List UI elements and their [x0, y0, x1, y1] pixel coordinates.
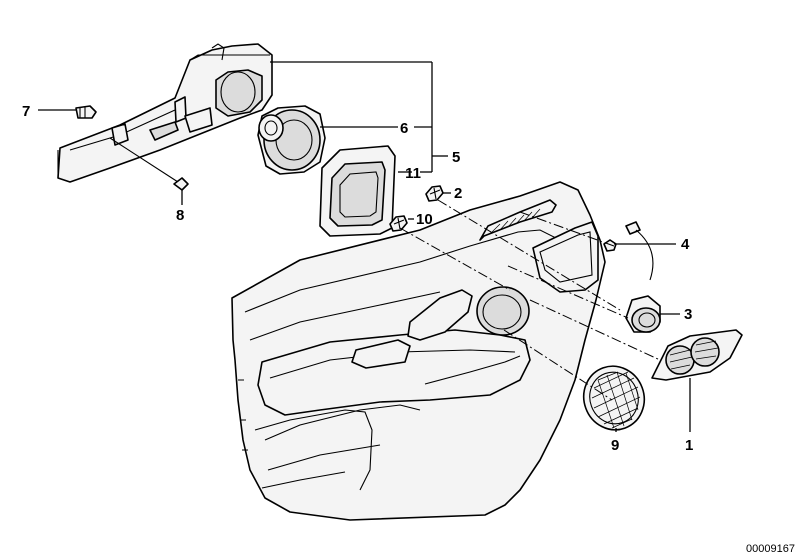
- callout-8: 8: [176, 207, 184, 224]
- callout-3: 3: [684, 306, 692, 323]
- callout-5: 5: [452, 149, 460, 166]
- nut-4: [603, 221, 654, 281]
- callout-9: 9: [611, 437, 619, 454]
- callout-labels: 7 8 6 5 11 2 10 4 3 9 1: [22, 103, 693, 454]
- callout-6: 6: [400, 120, 408, 137]
- callout-1: 1: [685, 437, 693, 454]
- callout-10: 10: [416, 211, 433, 228]
- callout-7: 7: [22, 103, 30, 120]
- speaker-woofer: [257, 105, 326, 175]
- tweeter-grille-cover: [651, 329, 743, 381]
- speaker-bracket: [57, 43, 273, 183]
- reference-number: 00009167: [746, 543, 795, 555]
- screw-8: [109, 137, 189, 191]
- leader-lines: [38, 61, 691, 432]
- speaker-frame: [319, 145, 396, 237]
- door-trim-panel: [231, 181, 606, 521]
- rivet-7: [75, 105, 97, 119]
- speaker-grille-round: [582, 365, 646, 431]
- assembly-lines: [399, 199, 661, 401]
- callout-2: 2: [454, 185, 462, 202]
- callout-11: 11: [405, 165, 421, 182]
- clip-10: [389, 215, 408, 232]
- tweeter: [625, 295, 661, 333]
- callout-4: 4: [681, 236, 690, 253]
- clip-2: [425, 185, 444, 202]
